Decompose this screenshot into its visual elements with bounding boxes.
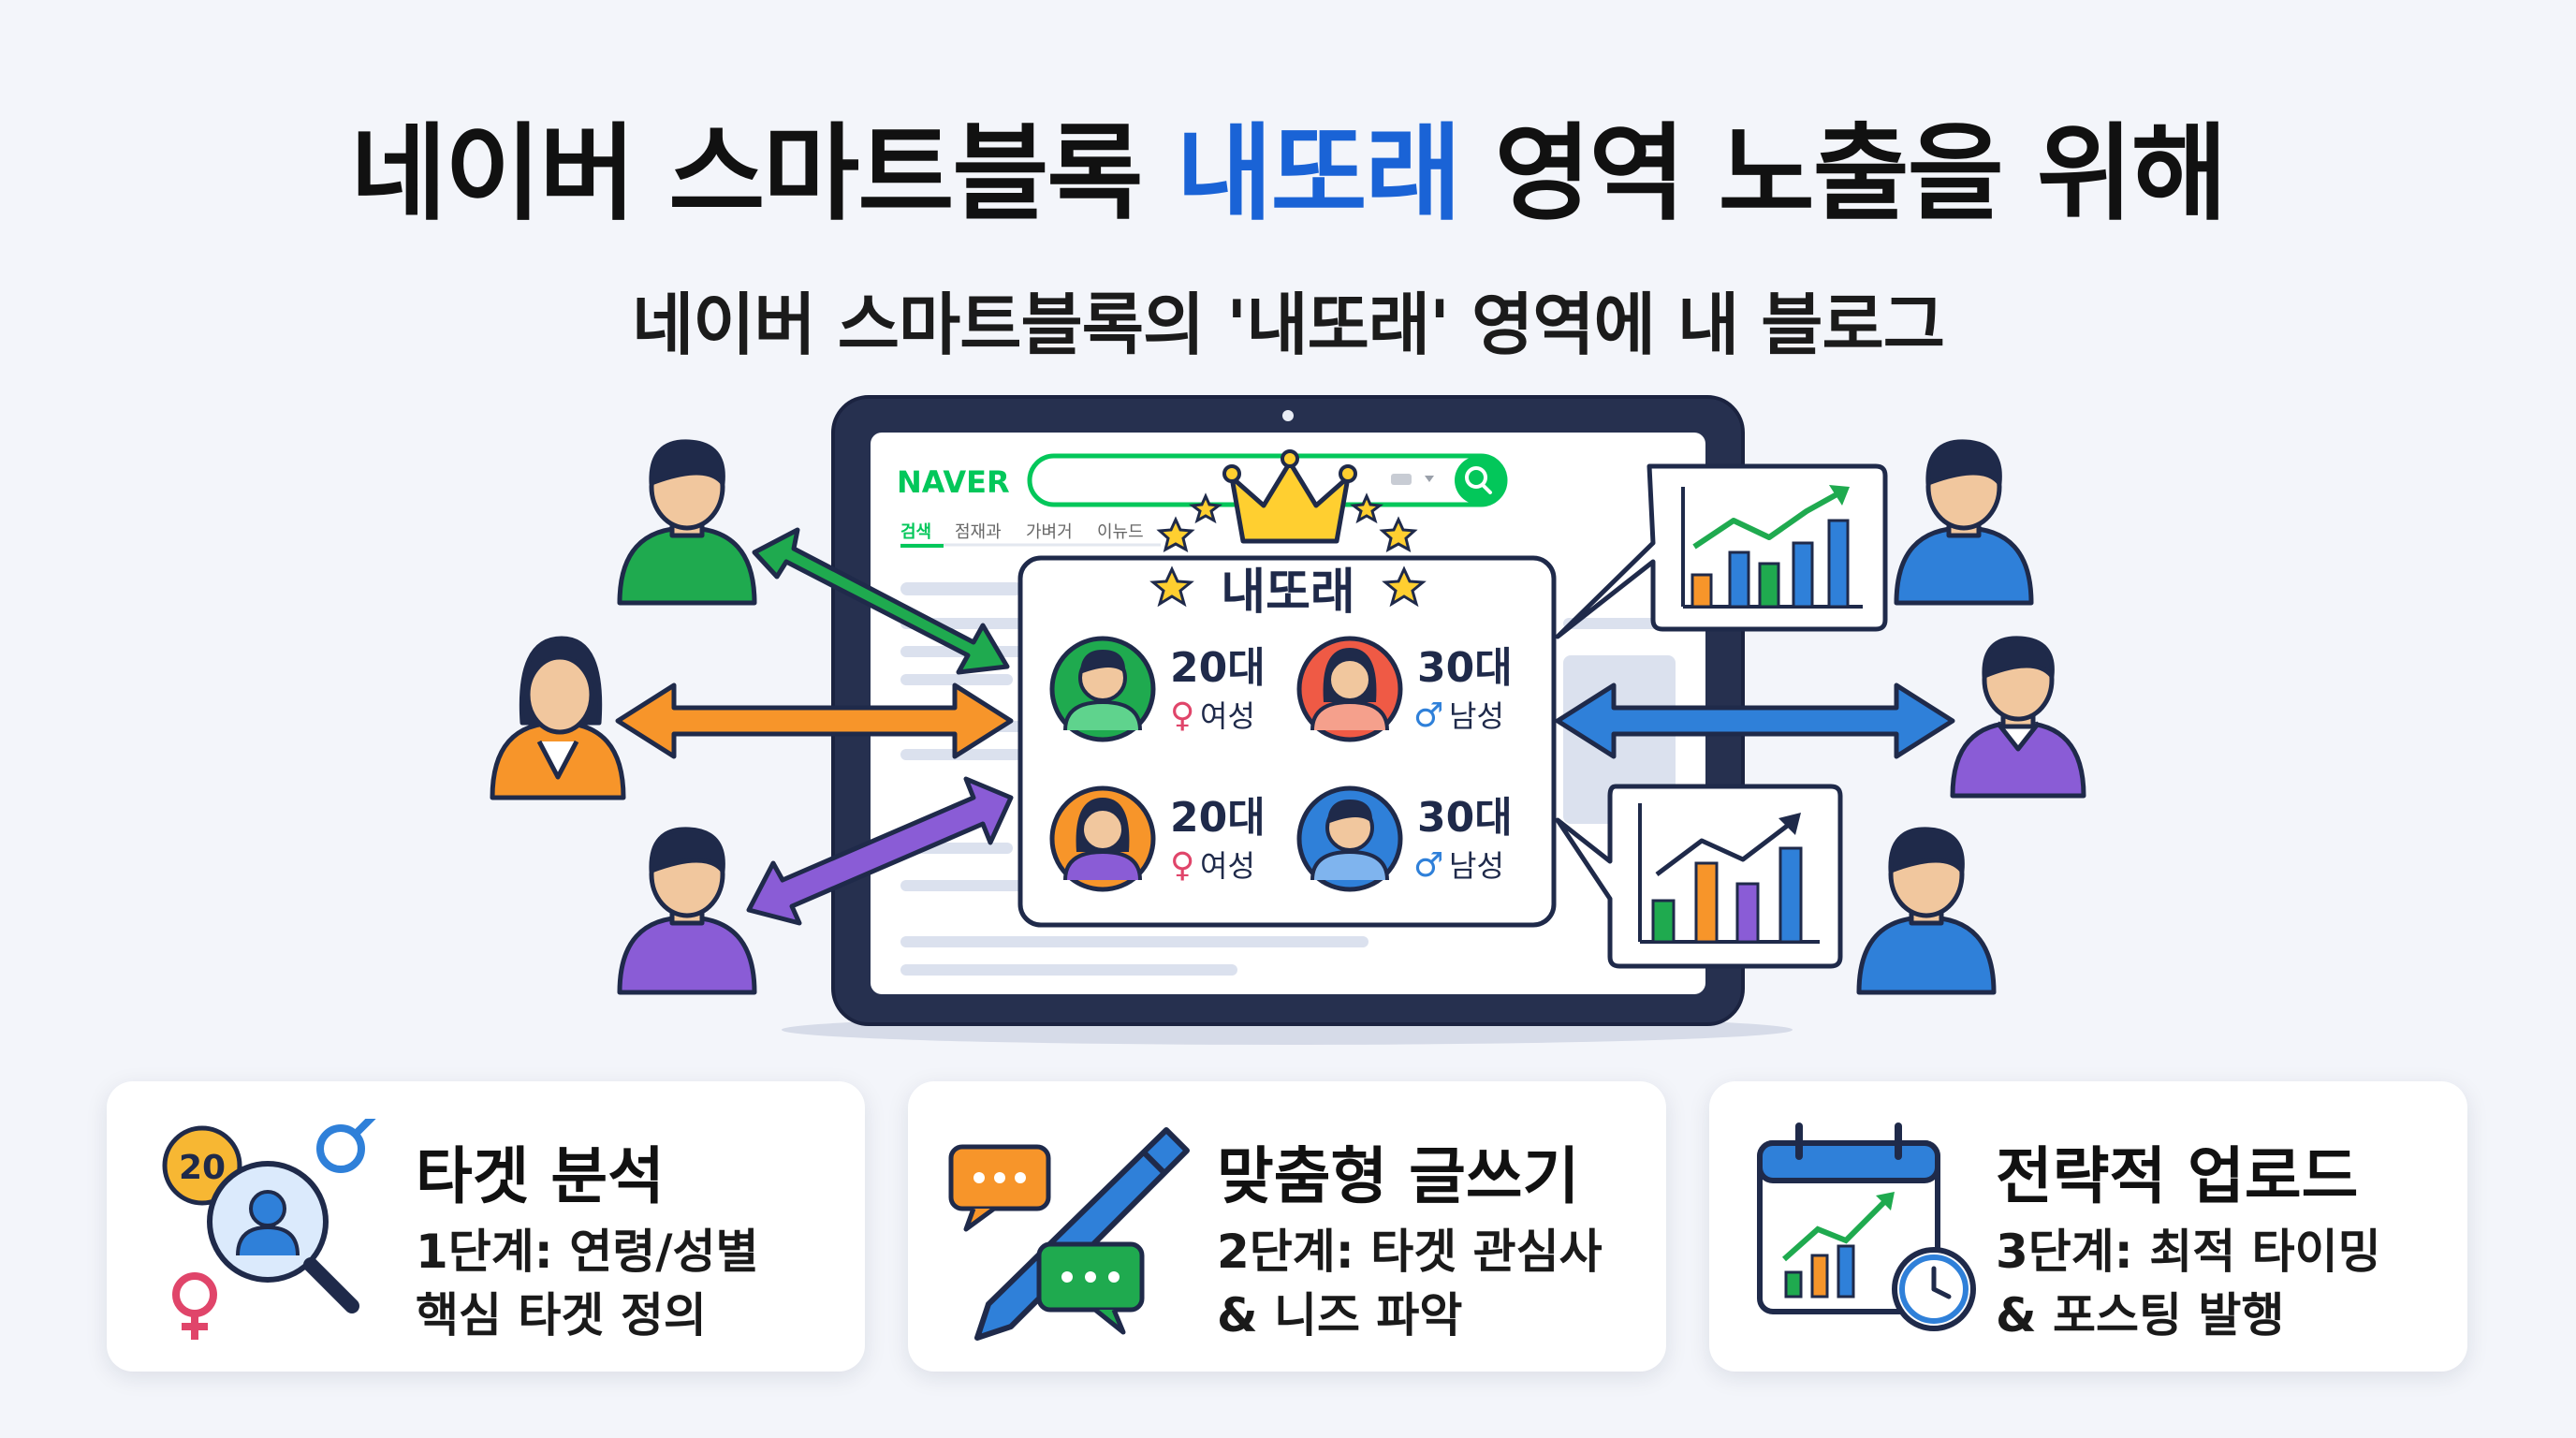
search-button[interactable] xyxy=(1455,456,1505,505)
crown-icon xyxy=(1222,449,1357,544)
profile-gender-4: 남성 xyxy=(1449,848,1504,884)
target-analysis-icon: 20 xyxy=(162,1119,376,1340)
profile-avatar-4 xyxy=(1296,785,1403,892)
title-star-icons xyxy=(1149,565,1427,608)
card-line2: 핵심 타겟 정의 xyxy=(416,1288,707,1343)
profile-avatar-1 xyxy=(1049,636,1156,742)
card-title: 타겟 분석 xyxy=(416,1140,665,1212)
profile-gender-3: 여성 xyxy=(1200,848,1255,884)
title-accent: 내또래 xyxy=(1176,113,1461,235)
chart-bubble-bottom xyxy=(1555,784,1843,969)
card-target-analysis[interactable]: 20 타겟 분석 1단계: 연령/성별 핵심 타겟 정의 xyxy=(107,1081,865,1372)
star-icons xyxy=(1156,492,1418,552)
profile-gender-2: 남성 xyxy=(1449,698,1504,734)
naver-logo[interactable]: NAVER xyxy=(897,464,1010,500)
card-line2: & 포스팅 발행 xyxy=(1996,1288,2285,1343)
profile-age-2: 30대 xyxy=(1417,644,1513,692)
person-left-mid xyxy=(490,636,626,800)
profile-age-1: 20대 xyxy=(1170,644,1266,692)
profile-avatar-2 xyxy=(1296,636,1403,742)
card-title: 전략적 업로드 xyxy=(1996,1140,2359,1212)
tab-2[interactable]: 점재과 xyxy=(955,522,1002,542)
profile-age-4: 30대 xyxy=(1417,794,1513,842)
male-icon: ♂ xyxy=(1413,697,1443,735)
smart-block-title: 내또래 xyxy=(1221,565,1355,621)
tab-4[interactable]: 이뉴드 xyxy=(1097,522,1144,542)
tab-3[interactable]: 가벼거 xyxy=(1026,522,1073,542)
age-badge: 20 xyxy=(179,1149,226,1187)
person-left-top xyxy=(617,439,757,606)
card-title: 맞춤형 글쓰기 xyxy=(1217,1140,1580,1212)
chart-bubble-top xyxy=(1555,463,1888,639)
profile-gender-1: 여성 xyxy=(1200,698,1255,734)
card-line1: 2단계: 타겟 관심사 xyxy=(1217,1225,1603,1279)
person-right-top xyxy=(1894,439,2034,606)
calendar-clock-icon xyxy=(1757,1123,1976,1331)
person-left-bottom xyxy=(617,827,757,995)
double-arrows xyxy=(615,527,1955,926)
card-strategic-upload[interactable]: 전략적 업로드 3단계: 최적 타이밍 & 포스팅 발행 xyxy=(1709,1081,2467,1372)
title-part1: 네이버 스마트블록 xyxy=(350,113,1177,235)
tab-search[interactable]: 검색 xyxy=(900,522,931,542)
card-line1: 3단계: 최적 타이밍 xyxy=(1996,1225,2381,1279)
female-icon: ♀ xyxy=(1170,697,1194,735)
title-part2: 영역 노출을 위해 xyxy=(1459,113,2228,235)
male-icon: ♂ xyxy=(1413,846,1443,885)
card-line1: 1단계: 연령/성별 xyxy=(416,1225,759,1279)
page-title: 네이버 스마트블록 내또래 영역 노출을 위해 xyxy=(0,89,2576,241)
person-right-mid xyxy=(1950,636,2086,799)
pen-chat-icon xyxy=(948,1127,1190,1341)
profile-age-3: 20대 xyxy=(1170,794,1266,842)
female-icon: ♀ xyxy=(1170,846,1194,885)
card-line2: & 니즈 파악 xyxy=(1217,1288,1463,1343)
person-right-bottom xyxy=(1856,827,1997,995)
profile-avatar-3 xyxy=(1049,785,1156,892)
page-subtitle: 네이버 스마트블록의 '내또래' 영역에 내 블로그 xyxy=(632,286,1945,364)
card-custom-writing[interactable]: 맞춤형 글쓰기 2단계: 타겟 관심사 & 니즈 파악 xyxy=(908,1081,1666,1372)
